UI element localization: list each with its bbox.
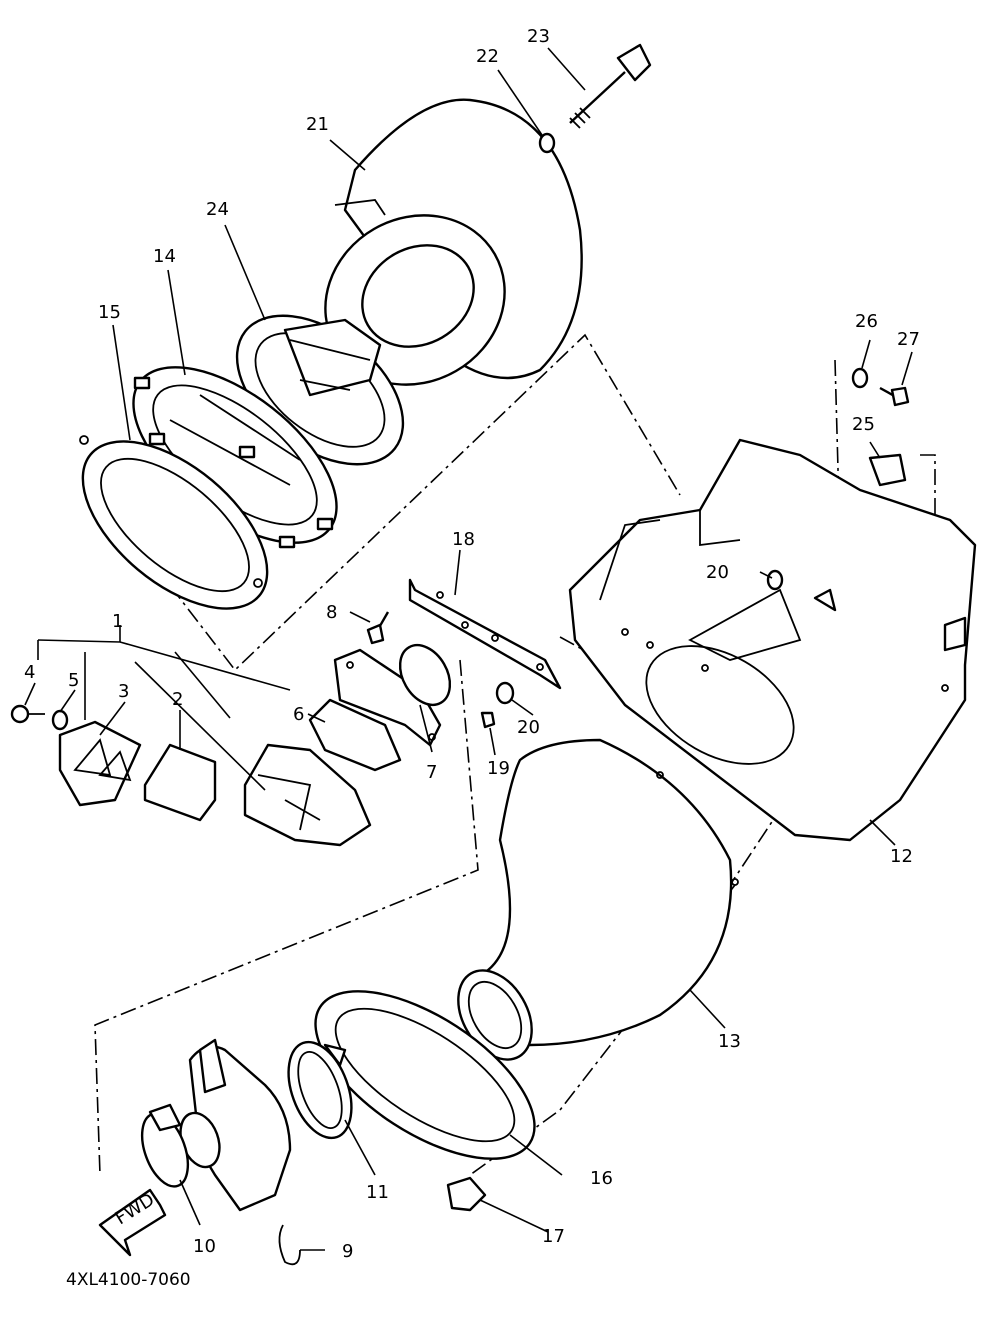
clip-25 <box>868 453 907 487</box>
callout-15: 15 <box>98 302 121 323</box>
carburetor <box>179 1038 292 1212</box>
screw-4 <box>10 704 45 724</box>
bolt-8 <box>366 611 390 645</box>
callout-16: 16 <box>590 1168 613 1189</box>
callout-21: 21 <box>306 114 329 135</box>
reed-valve-3 <box>58 720 142 807</box>
leader-lines <box>24 47 913 1251</box>
wing-bolt <box>569 43 652 129</box>
callout-17: 17 <box>542 1226 565 1247</box>
callout-14: 14 <box>153 246 176 267</box>
callout-labels: 1 2 3 4 5 6 7 8 9 10 11 12 13 14 15 16 1… <box>24 26 920 1262</box>
callout-19: 19 <box>487 758 510 779</box>
callout-13: 13 <box>718 1031 741 1052</box>
clamp-11 <box>287 1040 353 1140</box>
filter-case-joint <box>132 366 338 549</box>
intake-manifold <box>333 643 452 747</box>
callout-5: 5 <box>68 670 79 691</box>
washer-5 <box>51 709 69 731</box>
callout-22: 22 <box>476 46 499 67</box>
bolt-27 <box>879 386 910 407</box>
reed-valve-body <box>243 743 372 847</box>
callout-3: 3 <box>118 681 129 702</box>
callout-24: 24 <box>206 199 229 220</box>
drawing-code: 4XL4100-7060 <box>66 1270 191 1290</box>
collar-19 <box>480 711 496 729</box>
callout-20-upper: 20 <box>706 562 729 583</box>
callout-1: 1 <box>112 611 123 632</box>
callout-7: 7 <box>426 762 437 783</box>
grommet-20-upper <box>766 569 784 591</box>
clamp-10 <box>140 1103 190 1188</box>
callout-4: 4 <box>24 662 35 683</box>
gasket <box>79 435 269 610</box>
reed-valve-6 <box>308 698 402 772</box>
callout-2: 2 <box>172 689 183 710</box>
callout-11: 11 <box>366 1182 389 1203</box>
callout-23: 23 <box>527 26 550 47</box>
callout-12: 12 <box>890 846 913 867</box>
grommet-20-lower <box>495 681 515 705</box>
callout-8: 8 <box>326 602 337 623</box>
carburetor-joint <box>314 990 536 1160</box>
reed-valve-2 <box>143 743 217 822</box>
callout-25: 25 <box>852 414 875 435</box>
callout-6: 6 <box>293 704 304 725</box>
callout-10: 10 <box>193 1236 216 1257</box>
clip-9 <box>278 1224 301 1266</box>
callout-27: 27 <box>897 329 920 350</box>
washer-22 <box>538 132 556 154</box>
air-duct <box>457 738 739 1061</box>
washer-26 <box>851 367 869 389</box>
callout-26: 26 <box>855 311 878 332</box>
nut-17 <box>446 1176 487 1212</box>
callout-18: 18 <box>452 529 475 550</box>
callout-20-lower: 20 <box>517 717 540 738</box>
air-box <box>568 438 977 842</box>
fwd-arrow: FWD <box>98 1188 167 1257</box>
plate-18 <box>408 578 562 690</box>
callout-9: 9 <box>342 1241 353 1262</box>
